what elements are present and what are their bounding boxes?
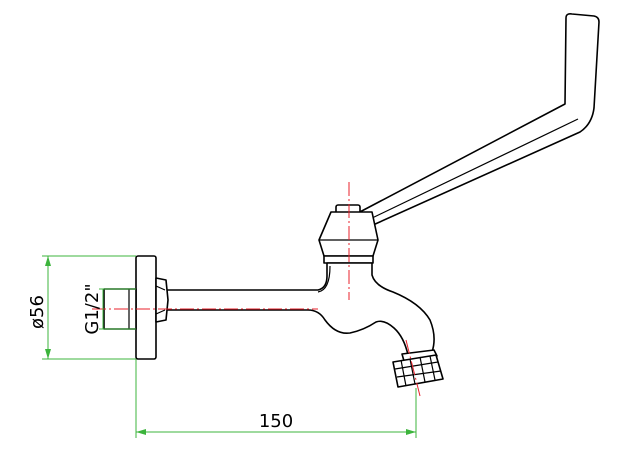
- aerator-nozzle: [392, 349, 444, 388]
- thread-label: G1/2": [82, 283, 103, 334]
- wall-flange: [135, 255, 169, 360]
- diameter-label: ø56: [27, 295, 48, 329]
- length-label: 150: [259, 411, 293, 432]
- outlet-centerline: [405, 339, 421, 397]
- centerlines: [92, 182, 421, 397]
- diameter-dimension: [42, 255, 136, 360]
- lever-handle: [355, 13, 600, 226]
- length-dimension: [135, 359, 417, 438]
- thread-dimension: [99, 288, 136, 330]
